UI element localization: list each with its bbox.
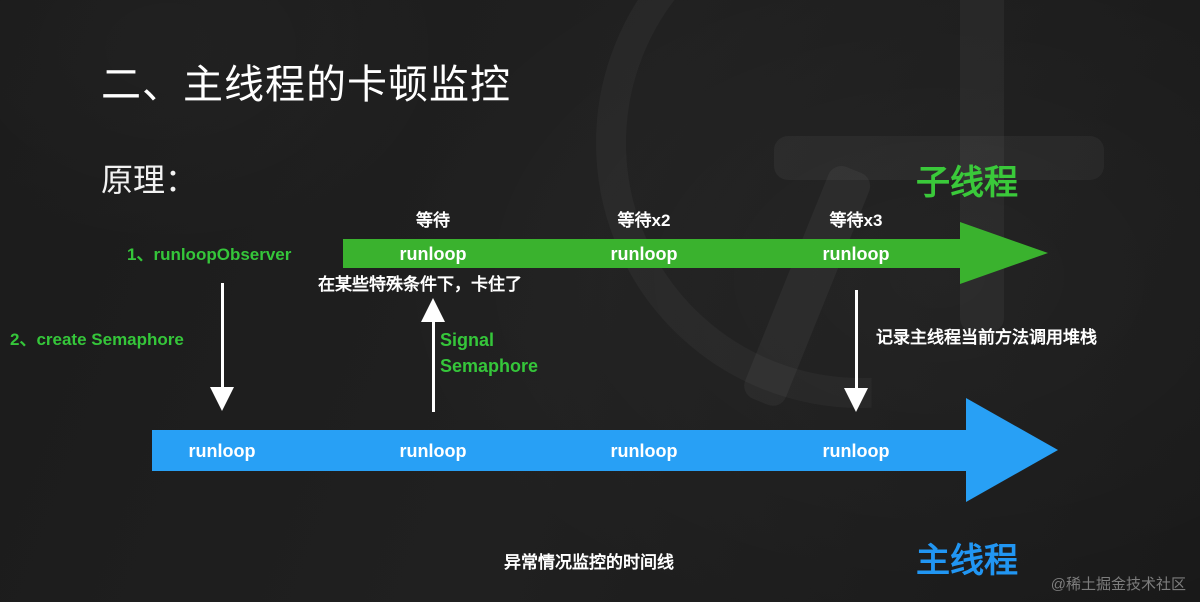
stuck-condition-note: 在某些特殊条件下，卡住了: [318, 275, 522, 294]
arrow-head-down: [210, 387, 234, 411]
sub-wait-label-1: 等待: [416, 211, 450, 230]
arrow-shaft: [854, 290, 858, 390]
signal-semaphore-up-arrow-icon: [419, 298, 447, 412]
sub-thread-label: 子线程: [916, 164, 1018, 202]
sub-thread-arrowhead-icon: [960, 222, 1048, 284]
watermark-credit: @稀土掘金技术社区: [1050, 576, 1186, 593]
main-thread-label: 主线程: [916, 542, 1018, 580]
main-runloop-label-2: runloop: [399, 441, 467, 461]
sub-wait-label-3: 等待x3: [829, 211, 883, 230]
arrow-head-down: [844, 388, 868, 412]
create-semaphore-down-arrow-icon: [208, 283, 236, 411]
arrow-shaft: [220, 283, 224, 389]
timeline-caption: 异常情况监控的时间线: [504, 553, 674, 572]
main-thread-timeline-bar: [152, 430, 974, 471]
sub-runloop-label-2: runloop: [610, 244, 678, 264]
record-stack-note: 记录主线程当前方法调用堆栈: [876, 328, 1097, 347]
arrow-head-up: [421, 298, 445, 322]
sub-runloop-label-1: runloop: [399, 244, 467, 264]
signal-semaphore-line-2: Semaphore: [440, 356, 539, 376]
signal-semaphore-line-1: Signal: [440, 330, 495, 350]
page-title: 二、主线程的卡顿监控: [101, 63, 511, 107]
signal-semaphore-note: Signal Semaphore: [440, 327, 538, 379]
step-1-runloop-observer: 1、runloopObserver: [127, 245, 292, 264]
sub-runloop-label-3: runloop: [822, 244, 890, 264]
record-stack-down-arrow-icon: [842, 290, 870, 412]
arrow-shaft: [431, 320, 435, 412]
main-runloop-label-4: runloop: [822, 441, 890, 461]
sub-thread-timeline-bar: [343, 239, 968, 268]
main-runloop-label-1: runloop: [188, 441, 256, 461]
step-2-create-semaphore: 2、create Semaphore: [10, 330, 184, 349]
main-thread-arrowhead-icon: [966, 398, 1058, 502]
sub-wait-label-2: 等待x2: [617, 211, 671, 230]
principle-label: 原理：: [101, 162, 198, 198]
main-runloop-label-3: runloop: [610, 441, 678, 461]
